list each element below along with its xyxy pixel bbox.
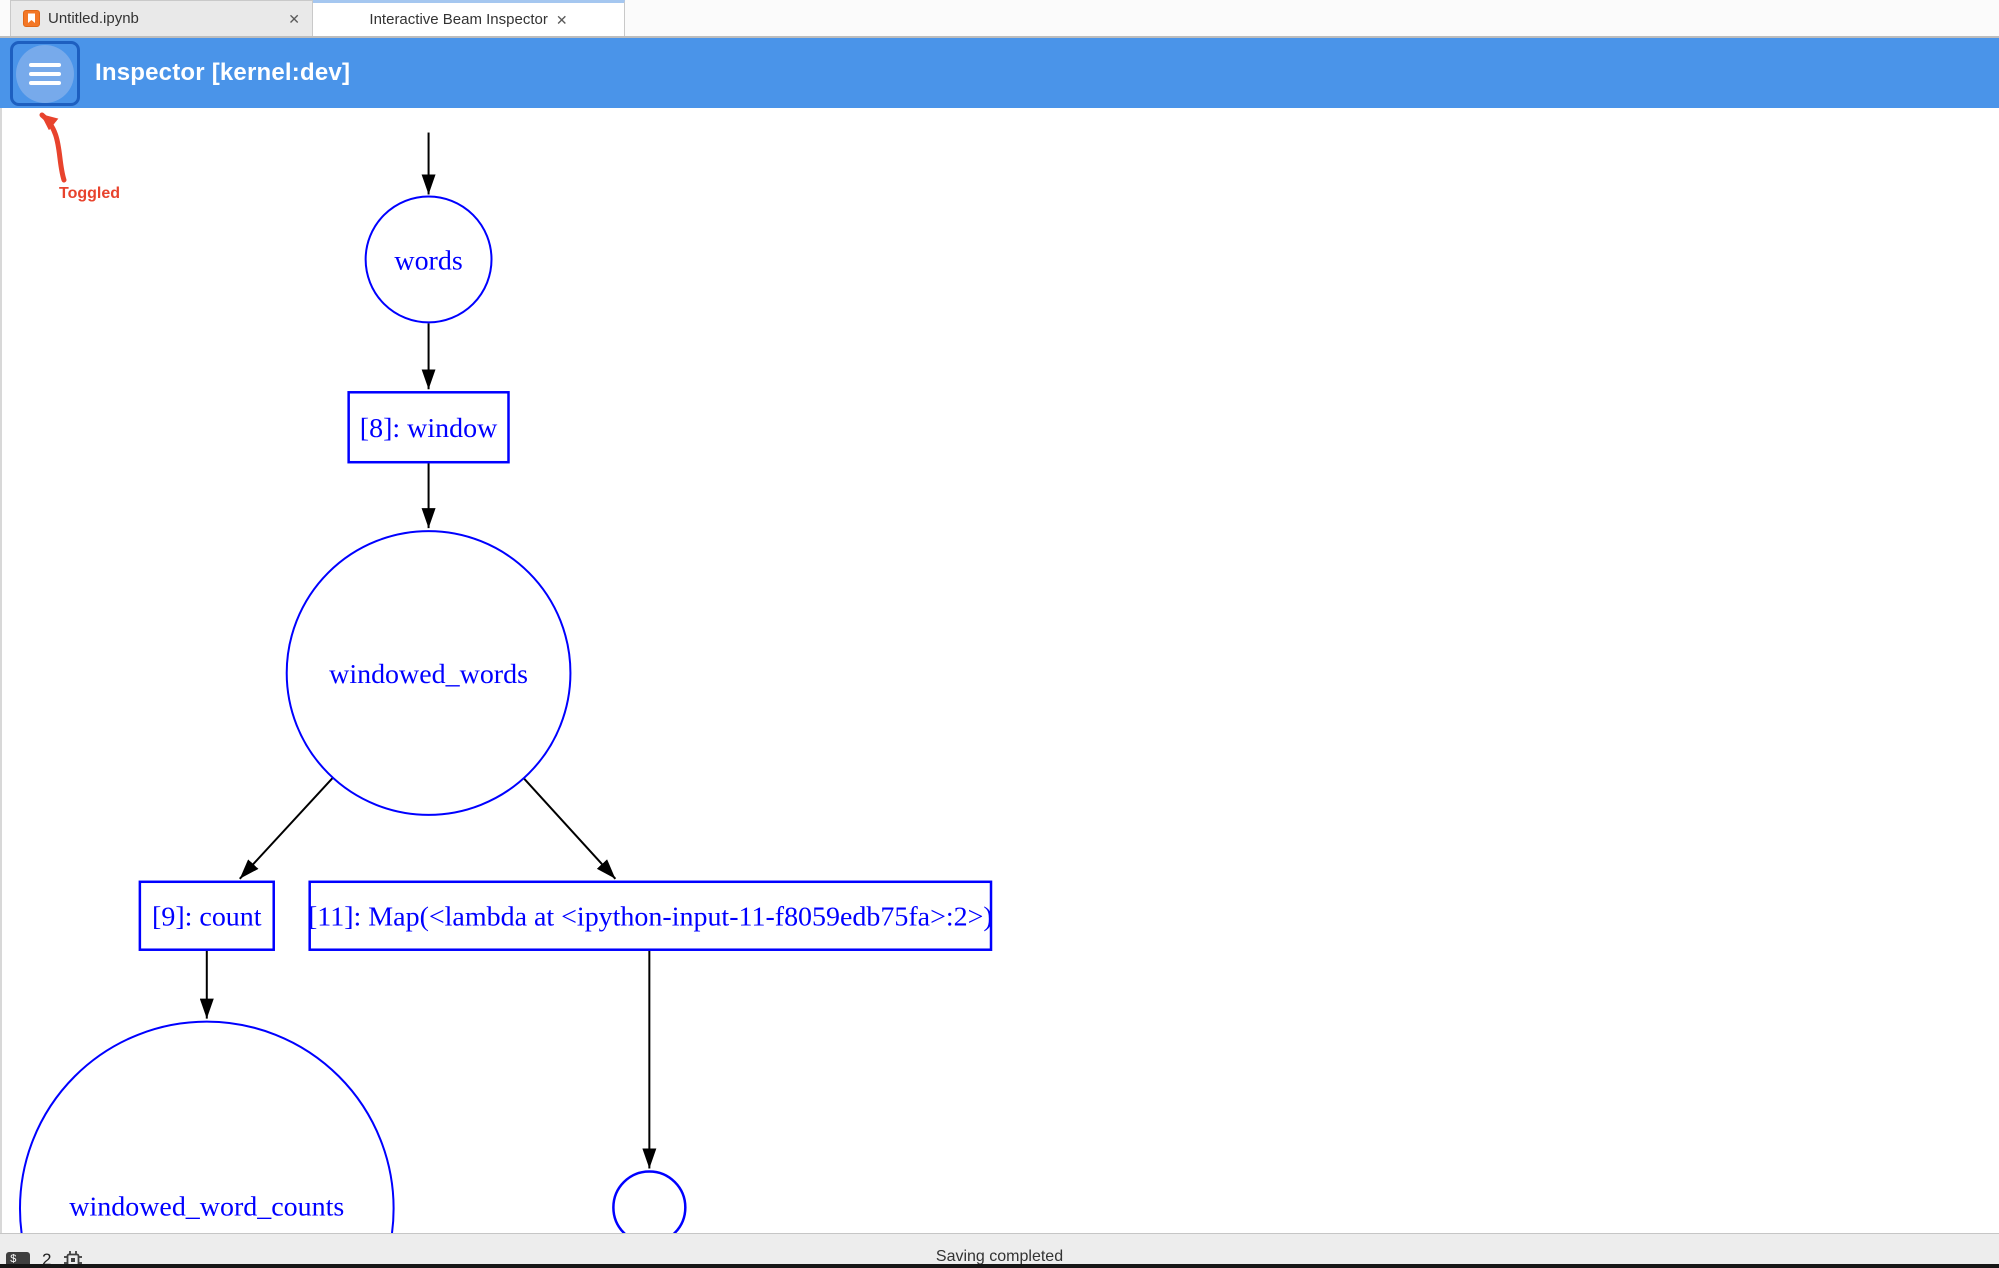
node-windowed-words[interactable]	[285, 530, 572, 816]
node-cell9-count[interactable]	[138, 880, 275, 951]
node-cell11-map[interactable]	[308, 880, 993, 951]
tab-label: Interactive Beam Inspector	[369, 11, 548, 28]
kernel-count[interactable]: 2	[42, 1250, 52, 1268]
node-words-label: words	[394, 245, 462, 276]
node-unnamed-pcollection[interactable]	[612, 1170, 687, 1233]
tab-label: Untitled.ipynb	[48, 10, 139, 27]
node-windowed-word-counts-label: windowed_word_counts	[69, 1191, 344, 1222]
inspector-header: Inspector [kernel:dev]	[0, 38, 1999, 108]
close-icon[interactable]: ✕	[555, 11, 568, 28]
edge-windowed-words-to-cell9	[239, 777, 334, 880]
tab-untitled-notebook[interactable]: Untitled.ipynb ✕	[10, 0, 313, 36]
pipeline-graph-panel: words [8]: window windowed_words [9]: co…	[0, 108, 1999, 1233]
close-icon[interactable]: ✕	[288, 10, 300, 27]
node-windowed-word-counts[interactable]	[19, 1020, 395, 1233]
edge-windowed-words-to-cell11	[522, 777, 617, 880]
node-cell11-label: [11]: Map(<lambda at <ipython-input-11-f…	[308, 902, 993, 933]
save-status-message: Saving completed	[935, 1248, 1064, 1265]
toggled-annotation-label: Toggled	[59, 185, 121, 202]
node-cell8-label: [8]: window	[360, 413, 498, 444]
tab-interactive-beam-inspector[interactable]: Interactive Beam Inspector ✕	[313, 0, 625, 36]
node-cell9-label: [9]: count	[152, 902, 262, 933]
tab-bar: Untitled.ipynb ✕ Interactive Beam Inspec…	[0, 0, 1999, 38]
node-cell8-window[interactable]	[347, 391, 510, 464]
menu-toggle-button[interactable]	[10, 41, 80, 106]
inspector-title: Inspector [kernel:dev]	[95, 59, 351, 86]
node-windowed-words-label: windowed_words	[329, 659, 528, 690]
bottom-edge-strip	[0, 1264, 1999, 1268]
node-words[interactable]	[364, 195, 493, 324]
notebook-icon	[23, 10, 40, 27]
pipeline-graph: words [8]: window windowed_words [9]: co…	[19, 132, 993, 1233]
status-bar: $ 2 Saving completed	[0, 1233, 1999, 1268]
hamburger-icon	[16, 44, 74, 103]
